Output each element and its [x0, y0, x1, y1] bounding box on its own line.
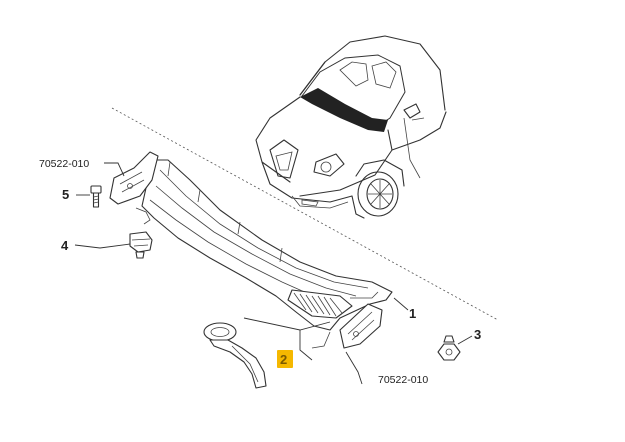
callout-5: 5 [62, 187, 69, 202]
part-2-drain-hose [203, 322, 267, 389]
callout-2-highlight-box [277, 350, 293, 368]
car-illustration [255, 35, 447, 219]
callout-2: 2 [280, 352, 287, 367]
cowl-highlight [300, 88, 388, 132]
right-bracket [339, 303, 383, 349]
left-bracket [109, 151, 159, 205]
part-3-nut [437, 335, 461, 361]
callout-1: 1 [409, 306, 416, 321]
part-5-bolt [90, 185, 102, 208]
part-4-clip [129, 231, 153, 259]
leader-lines [74, 162, 473, 385]
assembly-axis-line [111, 107, 499, 321]
ref-label-bottom-right: 70522-010 [378, 374, 428, 386]
callout-4: 4 [61, 238, 69, 253]
ref-label-top-left: 70522-010 [39, 158, 89, 170]
callout-3: 3 [474, 327, 481, 342]
part-1-cowl-panel [135, 159, 393, 349]
